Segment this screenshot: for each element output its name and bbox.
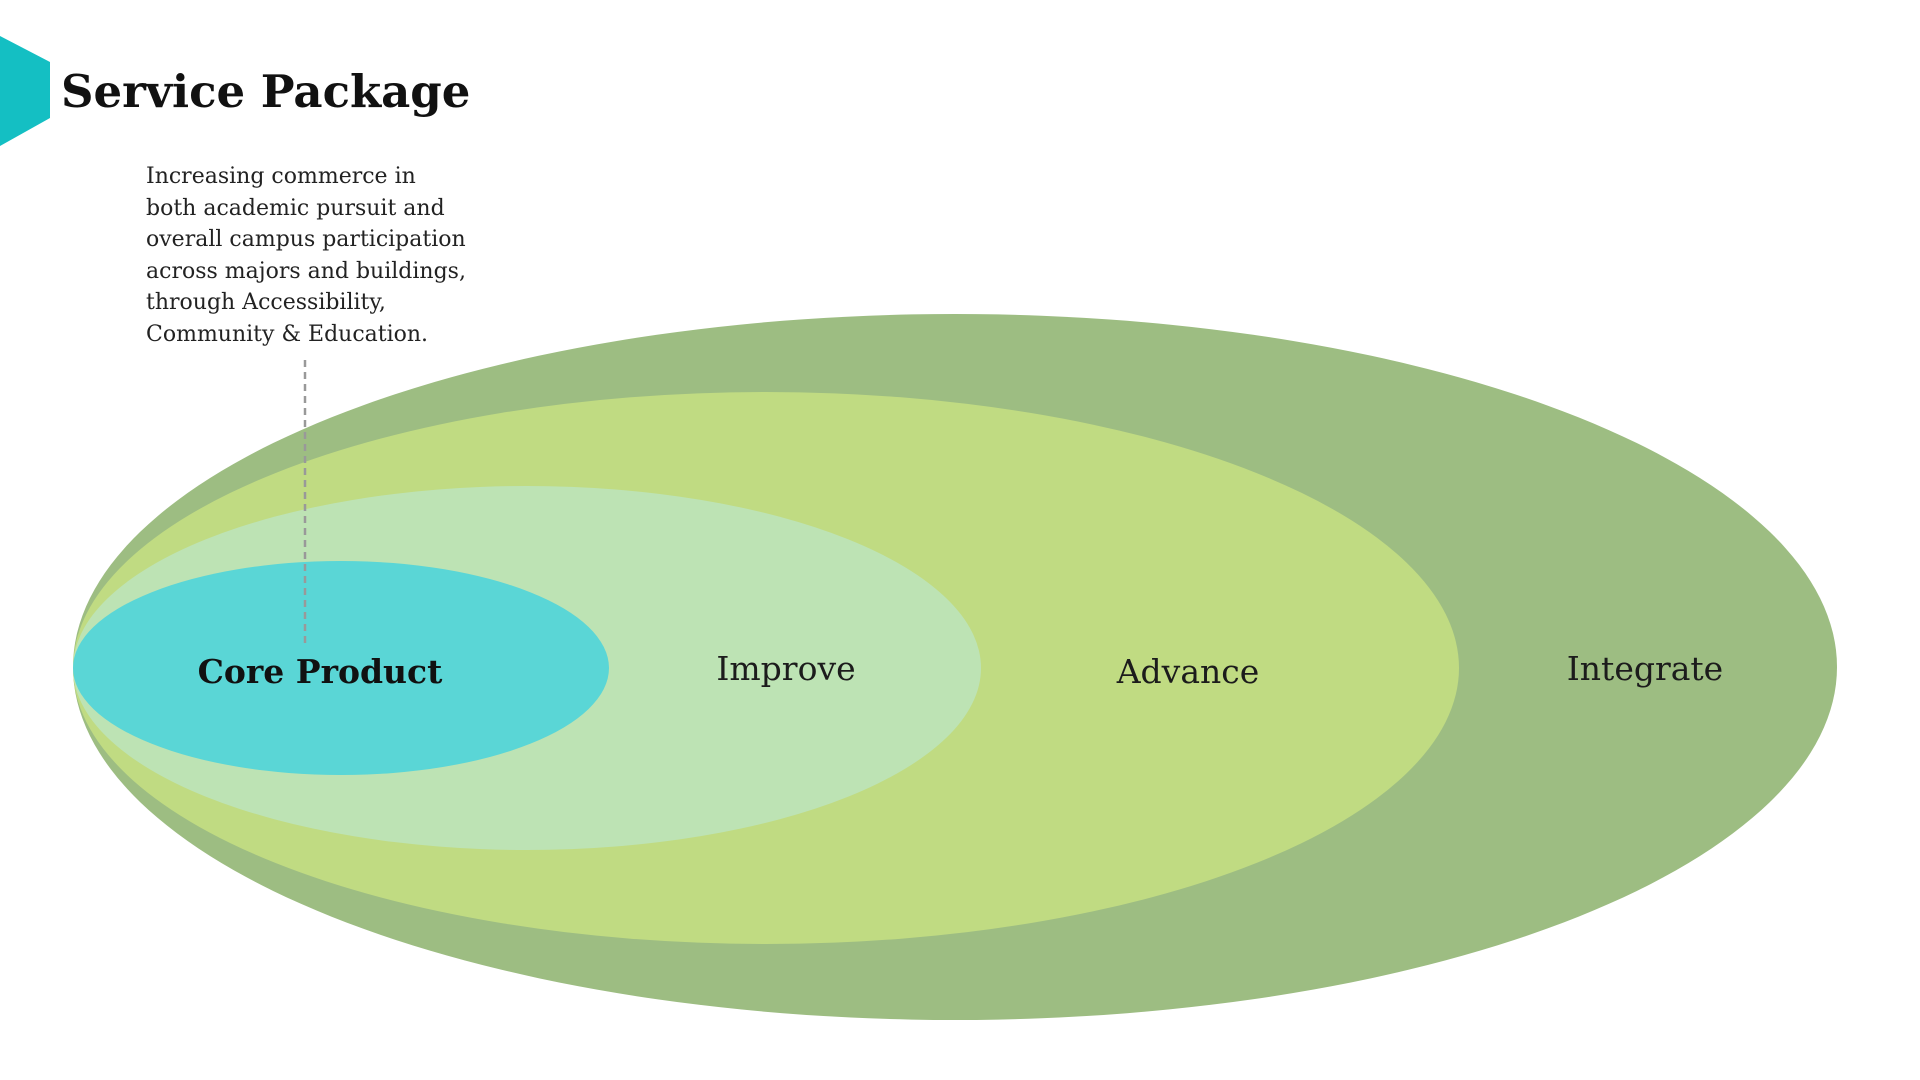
- integrate-label: Integrate: [1567, 649, 1723, 688]
- description-line: through Accessibility,: [146, 290, 386, 315]
- description-line: both academic pursuit and: [146, 195, 445, 221]
- improve-label: Improve: [716, 649, 855, 688]
- core-product-label: Core Product: [198, 652, 444, 691]
- description-callout: Increasing commerce in both academic pur…: [146, 161, 486, 350]
- page-title: Service Package: [61, 65, 471, 118]
- description-line: overall campus participation: [146, 227, 466, 252]
- description-line: across majors and buildings,: [146, 258, 466, 284]
- advance-label: Advance: [1116, 652, 1260, 691]
- description-line: Community & Education.: [146, 321, 429, 347]
- hexagon-accent-icon: [0, 36, 50, 146]
- description-line: Increasing commerce in: [146, 164, 416, 189]
- core-product-ring: [73, 561, 609, 775]
